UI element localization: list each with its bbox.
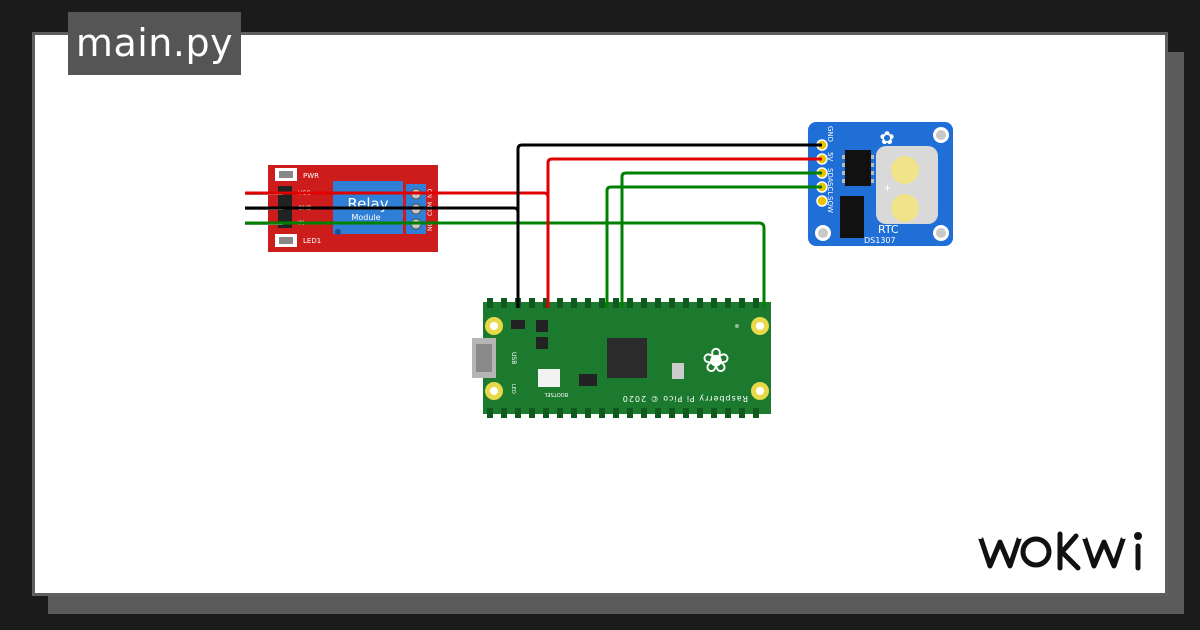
pico-silkscreen: Raspberry Pi Pico © 2020 [622,394,748,403]
usb-label: USB [510,352,517,364]
rtc-pin-sda: SDA [826,168,834,183]
wokwi-logo [977,531,1142,571]
relay-subtitle: Module [351,213,380,222]
rtc-chip-label: DS1307 [864,236,896,245]
bootsel-label: BOOTSEL [544,391,568,397]
rtc-chip [845,150,871,186]
wires[interactable] [245,143,822,308]
rtc-module[interactable]: ✿ GND 5V SDA SCL SQW + RTC DS1307 [808,122,953,246]
rtc-pin-gnd: GND [826,126,834,142]
crystal [840,196,864,238]
rtc-pin-5v: 5V [826,152,834,161]
wire-rtc-sda[interactable] [620,171,822,308]
rtc-pin-scl: SCL [826,182,834,195]
file-tab[interactable]: main.py [68,12,241,75]
relay-title: Relay [347,195,388,213]
pico-top-pins [487,298,759,308]
pico-board[interactable]: USB ❀ Raspberry Pi Pico © 2020 BOOTSEL L… [472,298,771,418]
pwr-label: PWR [303,172,319,180]
wire-rtc-5v[interactable] [546,157,822,308]
wire-relay-in[interactable] [245,221,766,308]
svg-text:+: + [884,181,891,195]
terminal-nc: NC [427,222,434,231]
led1-label: LED1 [303,237,321,245]
rtc-title: RTC [878,223,899,236]
wire-rtc-gnd[interactable] [516,143,822,308]
bootsel-button[interactable] [538,369,560,387]
adafruit-logo-icon: ✿ [879,128,894,148]
raspberry-logo-icon: ❀ [702,342,731,380]
rtc-pin-sqw: SQW [826,196,834,213]
led-label: LED [510,384,516,394]
pico-bottom-pins [487,408,759,418]
wire-rtc-scl[interactable] [605,185,822,308]
rp2040-chip [607,338,647,378]
